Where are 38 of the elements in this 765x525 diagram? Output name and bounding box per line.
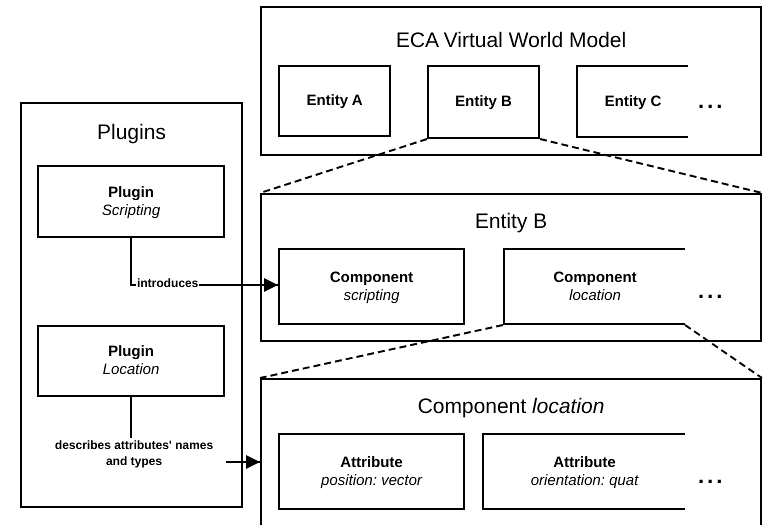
attribute-box (278, 433, 465, 510)
box-subtitle: orientation: quat (530, 472, 638, 490)
box-title: Entity B (455, 93, 512, 111)
model-panel (260, 6, 762, 156)
box-title: Attribute (553, 454, 616, 472)
box-subtitle: Location (102, 361, 160, 379)
box-title: Entity A (306, 92, 363, 110)
connector-line (260, 324, 504, 379)
component-box (278, 248, 465, 325)
box-subtitle: scripting (344, 286, 400, 304)
component-box (503, 248, 685, 325)
connector-line (684, 324, 763, 379)
entity-box (576, 65, 688, 138)
box-subtitle: position: vector (321, 472, 422, 490)
box-title: Plugin (108, 184, 154, 202)
box-title: Attribute (340, 454, 403, 472)
ellipsis: ... (698, 88, 726, 114)
plugins-panel (20, 102, 243, 508)
box-title: Component (553, 268, 637, 286)
box-title: Component (330, 268, 414, 286)
box-subtitle: Scripting (102, 202, 160, 220)
connector-line (540, 138, 762, 194)
attribute-box (482, 433, 685, 510)
box-subtitle: location (569, 286, 621, 304)
panel-title: Component location (416, 394, 606, 420)
ellipsis: ... (698, 463, 726, 489)
panel-title: Plugins (96, 120, 167, 146)
box-title: Entity C (604, 92, 662, 110)
component-panel (260, 378, 762, 525)
ellipsis: ... (698, 278, 726, 304)
entity-box (278, 65, 391, 137)
panel-title: Entity B (474, 209, 548, 234)
plugin-box (37, 325, 225, 397)
panel-title: ECA Virtual World Model (394, 28, 628, 54)
box-title: Plugin (108, 343, 154, 361)
plugin-box (37, 165, 225, 238)
entity-panel (260, 193, 762, 342)
entity-box (427, 65, 540, 139)
